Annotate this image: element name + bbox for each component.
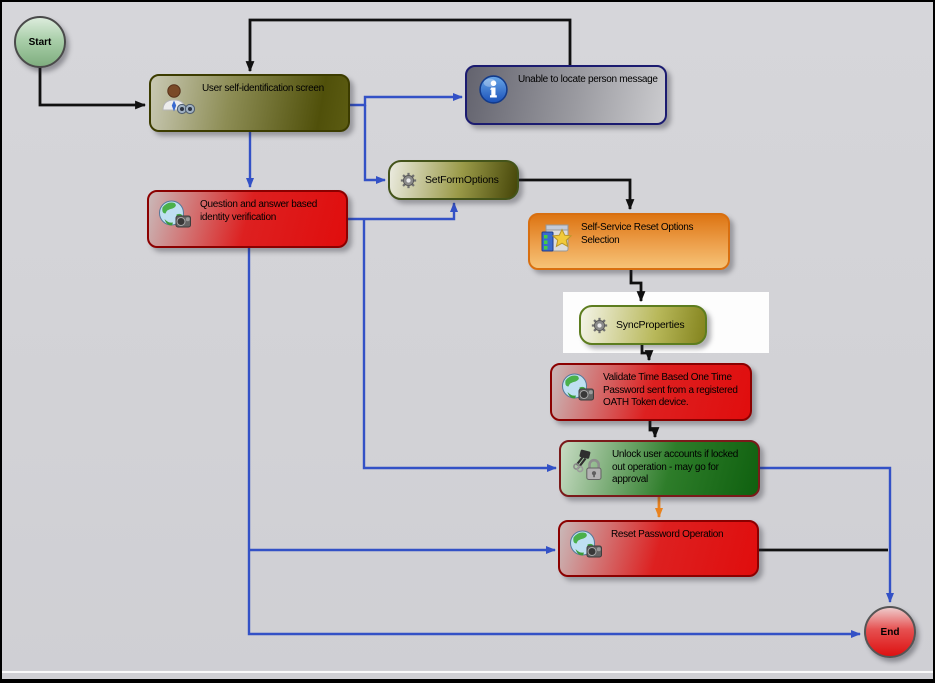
edge-validate-to-unlock	[648, 421, 660, 439]
edge-qa-to-setform	[347, 202, 458, 221]
node-label: User self-identification screen	[202, 83, 324, 94]
edge-setform-to-resetoptions	[519, 178, 635, 211]
edge-user-to-unable	[349, 93, 463, 107]
node-user-self-identification[interactable]: User self-identification screen	[149, 74, 350, 132]
bottom-divider	[2, 671, 933, 673]
node-validate-totp[interactable]: Validate Time Based One Time Password se…	[550, 363, 752, 421]
node-label: Self-Service Reset Options Selection	[581, 222, 694, 246]
edge-start-to-user	[38, 67, 147, 110]
node-sync-properties[interactable]: SyncProperties	[579, 305, 707, 345]
globe-lock-icon	[558, 370, 598, 404]
node-label: Reset Password Operation	[611, 529, 724, 540]
node-label: Validate Time Based One Time Password se…	[603, 372, 738, 408]
node-label: Unable to locate person message	[518, 74, 658, 85]
keys-padlock-icon	[567, 447, 607, 483]
node-label: Unlock user accounts if locked out opera…	[612, 449, 739, 485]
edge-unlock-to-end	[759, 466, 894, 603]
start-label: Start	[28, 36, 52, 48]
start-node[interactable]: Start	[14, 16, 66, 68]
info-icon	[473, 72, 513, 105]
end-label: End	[880, 626, 900, 638]
globe-lock-icon	[155, 197, 195, 231]
options-star-icon	[536, 220, 576, 256]
node-set-form-options[interactable]: SetFormOptions	[388, 160, 519, 200]
node-qa-identity-verification[interactable]: Question and answer based identity verif…	[147, 190, 348, 248]
node-reset-options-selection[interactable]: Self-Service Reset Options Selection	[528, 213, 730, 270]
node-unable-to-locate[interactable]: Unable to locate person message	[465, 65, 667, 125]
globe-lock-icon	[566, 527, 606, 561]
edge-user-to-setform	[363, 105, 386, 184]
user-search-icon	[157, 81, 197, 117]
edge-unable-to-user	[245, 18, 572, 73]
gear-icon	[400, 172, 417, 189]
node-reset-password[interactable]: Reset Password Operation	[558, 520, 759, 577]
gear-icon	[591, 317, 608, 334]
node-label: SyncProperties	[616, 319, 685, 331]
end-node[interactable]: End	[864, 606, 916, 658]
node-label: Question and answer based identity verif…	[200, 199, 318, 223]
node-unlock-accounts[interactable]: Unlock user accounts if locked out opera…	[559, 440, 760, 497]
node-label: SetFormOptions	[425, 174, 499, 186]
